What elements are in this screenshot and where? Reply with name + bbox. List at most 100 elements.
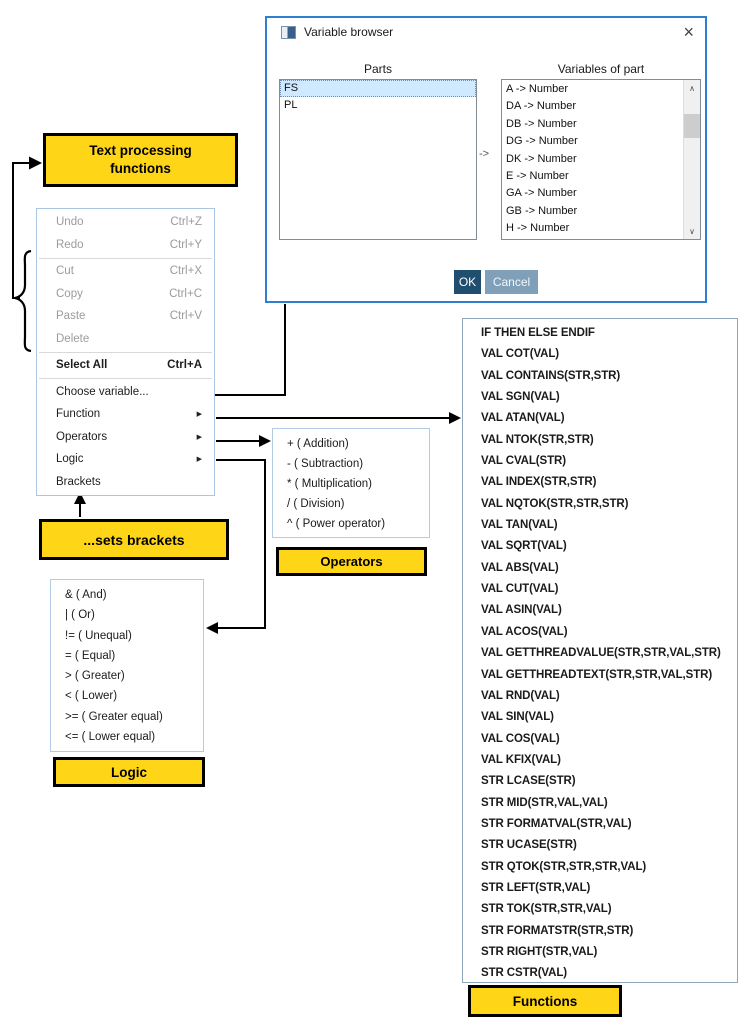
function-item[interactable]: VAL SQRT(VAL)	[481, 540, 567, 553]
arrowhead-logic	[206, 622, 218, 634]
variable-item[interactable]: E -> Number	[506, 169, 569, 182]
logic-item-unequal[interactable]: != ( Unequal)	[65, 629, 132, 642]
function-item[interactable]: VAL KFIX(VAL)	[481, 753, 561, 766]
menu-separator	[39, 351, 212, 353]
variable-item[interactable]: DG -> Number	[506, 135, 578, 148]
function-item[interactable]: STR QTOK(STR,STR,STR,VAL)	[481, 860, 647, 873]
variable-item[interactable]: H -> Number	[506, 222, 570, 235]
function-item[interactable]: VAL COT(VAL)	[481, 348, 560, 361]
function-item[interactable]: VAL RND(VAL)	[481, 689, 560, 702]
function-item[interactable]: VAL CUT(VAL)	[481, 583, 559, 596]
function-item[interactable]: STR RIGHT(STR,VAL)	[481, 945, 598, 958]
logic-item-equal[interactable]: = ( Equal)	[65, 649, 116, 662]
parts-list-item[interactable]: PL	[284, 99, 298, 112]
function-item[interactable]: VAL ABS(VAL)	[481, 561, 559, 574]
logic-item-or[interactable]: | ( Or)	[65, 609, 95, 622]
operator-item-division[interactable]: / ( Division)	[287, 498, 345, 510]
parts-label: Parts	[363, 62, 392, 76]
menu-item-brackets[interactable]: Brackets	[56, 475, 101, 488]
function-item[interactable]: VAL INDEX(STR,STR)	[481, 476, 597, 489]
function-item[interactable]: STR LCASE(STR)	[481, 775, 576, 788]
function-item[interactable]: VAL NTOK(STR,STR)	[481, 433, 594, 446]
dialog-titlebar[interactable]: Variable browser ×	[267, 18, 705, 46]
shortcut: Ctrl+Y	[169, 238, 202, 251]
function-item[interactable]: STR MID(STR,VAL,VAL)	[481, 796, 608, 809]
menu-item-paste[interactable]: Paste Ctrl+V	[56, 310, 202, 323]
callout-text-processing-functions: Text processing functions	[43, 133, 238, 187]
logic-submenu: & ( And) | ( Or) != ( Unequal) = ( Equal…	[50, 579, 204, 752]
arrowhead-text-processing	[29, 156, 42, 170]
menu-item-undo[interactable]: Undo Ctrl+Z	[56, 216, 202, 229]
logic-item-greater[interactable]: > ( Greater)	[65, 670, 125, 683]
menu-item-redo[interactable]: Redo Ctrl+Y	[56, 238, 202, 251]
curly-brace	[14, 249, 32, 353]
menu-item-delete[interactable]: Delete	[56, 332, 90, 345]
scroll-down-icon[interactable]: ∨	[689, 226, 695, 236]
function-item[interactable]: VAL SIN(VAL)	[481, 711, 554, 724]
function-item[interactable]: VAL ASIN(VAL)	[481, 604, 562, 617]
context-menu: Undo Ctrl+Z Redo Ctrl+Y Cut Ctrl+X Copy …	[36, 208, 215, 496]
function-item[interactable]: VAL COS(VAL)	[481, 732, 560, 745]
shortcut: Ctrl+Z	[170, 216, 202, 229]
variable-item[interactable]: DA -> Number	[506, 100, 576, 113]
function-item[interactable]: VAL SGN(VAL)	[481, 391, 560, 404]
ok-button[interactable]: OK	[454, 270, 481, 294]
parts-list-item-selected[interactable]: FS	[280, 80, 476, 98]
variable-item[interactable]: DB -> Number	[506, 117, 577, 130]
variables-list-items: A -> Number DA -> Number DB -> Number DG…	[502, 80, 683, 239]
variable-item[interactable]: A -> Number	[506, 83, 569, 95]
variable-item[interactable]: GA -> Number	[506, 187, 577, 200]
shortcut: Ctrl+A	[167, 359, 202, 372]
menu-item-operators[interactable]: Operators ▶	[56, 430, 202, 443]
shortcut: Ctrl+V	[169, 310, 202, 323]
scrollbar[interactable]: ∧ ∨	[683, 80, 700, 239]
function-item[interactable]: VAL TAN(VAL)	[481, 519, 558, 532]
variable-item[interactable]: DK -> Number	[506, 152, 577, 165]
function-item[interactable]: VAL GETTHREADTEXT(STR,STR,VAL,STR)	[481, 668, 713, 681]
arrow-line-logic	[216, 459, 266, 629]
logic-item-greater-equal[interactable]: >= ( Greater equal)	[65, 710, 163, 723]
variables-list[interactable]: A -> Number DA -> Number DB -> Number DG…	[501, 79, 701, 240]
parts-list[interactable]: FS PL	[279, 79, 477, 240]
cancel-button[interactable]: Cancel	[485, 270, 538, 294]
menu-item-logic[interactable]: Logic ▶	[56, 453, 202, 466]
function-item[interactable]: VAL ATAN(VAL)	[481, 412, 565, 425]
scroll-up-icon[interactable]: ∧	[689, 83, 695, 93]
function-item[interactable]: VAL CONTAINS(STR,STR)	[481, 369, 621, 382]
logic-item-lower-equal[interactable]: <= ( Lower equal)	[65, 731, 156, 744]
function-item[interactable]: IF THEN ELSE ENDIF	[481, 327, 595, 339]
dialog-title: Variable browser	[304, 25, 394, 39]
operator-item-addition[interactable]: + ( Addition)	[287, 438, 349, 450]
function-item[interactable]: VAL NQTOK(STR,STR,STR)	[481, 497, 629, 510]
operator-item-multiplication[interactable]: * ( Multiplication)	[287, 478, 372, 490]
menu-item-cut[interactable]: Cut Ctrl+X	[56, 265, 202, 278]
function-item[interactable]: STR FORMATSTR(STR,STR)	[481, 924, 634, 937]
function-item[interactable]: STR UCASE(STR)	[481, 839, 577, 852]
variable-item[interactable]: GB -> Number	[506, 204, 578, 217]
function-item[interactable]: STR CSTR(VAL)	[481, 967, 568, 980]
menu-item-function[interactable]: Function ▶	[56, 408, 202, 421]
function-item[interactable]: VAL GETTHREADVALUE(STR,STR,VAL,STR)	[481, 647, 721, 660]
operator-item-subtraction[interactable]: - ( Subtraction)	[287, 458, 364, 470]
function-item[interactable]: VAL ACOS(VAL)	[481, 625, 568, 638]
scrollbar-thumb[interactable]	[684, 114, 700, 138]
variables-of-part-label: Variables of part	[557, 62, 645, 76]
function-item[interactable]: STR LEFT(STR,VAL)	[481, 881, 591, 894]
logic-item-and[interactable]: & ( And)	[65, 589, 107, 601]
menu-item-copy[interactable]: Copy Ctrl+C	[56, 287, 202, 300]
close-icon[interactable]: ×	[683, 22, 694, 42]
operator-item-power[interactable]: ^ ( Power operator)	[287, 518, 386, 530]
function-item[interactable]: VAL CVAL(STR)	[481, 455, 566, 468]
menu-item-select-all[interactable]: Select All Ctrl+A	[56, 359, 202, 372]
scrollbar-track[interactable]	[684, 96, 700, 223]
arrowhead-function	[449, 412, 461, 424]
menu-separator	[39, 257, 212, 259]
logic-item-lower[interactable]: < ( Lower)	[65, 690, 118, 703]
operators-submenu: + ( Addition) - ( Subtraction) * ( Multi…	[272, 428, 430, 538]
app-icon	[281, 25, 296, 39]
callout-sets-brackets: ...sets brackets	[39, 519, 229, 560]
function-item[interactable]: STR TOK(STR,STR,VAL)	[481, 903, 612, 916]
function-item[interactable]: STR FORMATVAL(STR,VAL)	[481, 817, 632, 830]
menu-item-choose-variable[interactable]: Choose variable...	[56, 385, 149, 398]
